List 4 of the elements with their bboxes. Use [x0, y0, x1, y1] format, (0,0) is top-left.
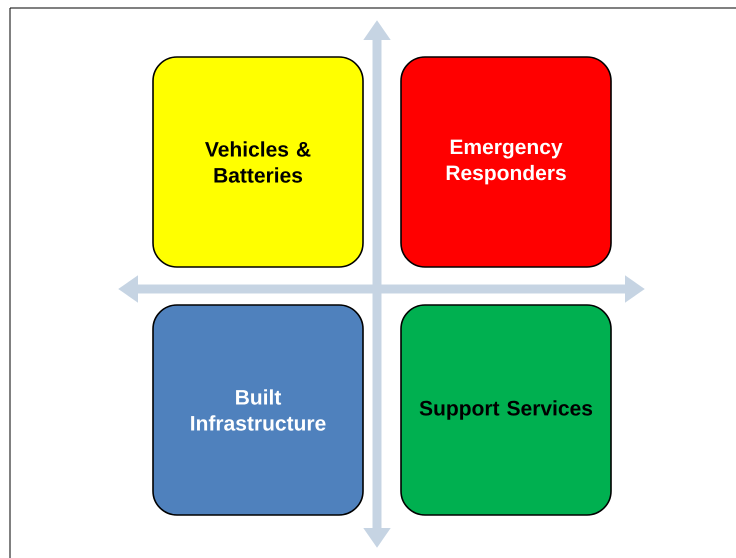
quadrant-box: Vehicles & Batteries [152, 56, 364, 268]
quadrant-box: Support Services [400, 304, 612, 516]
quadrant-box: Built Infrastructure [152, 304, 364, 516]
quadrant-box: Emergency Responders [400, 56, 612, 268]
